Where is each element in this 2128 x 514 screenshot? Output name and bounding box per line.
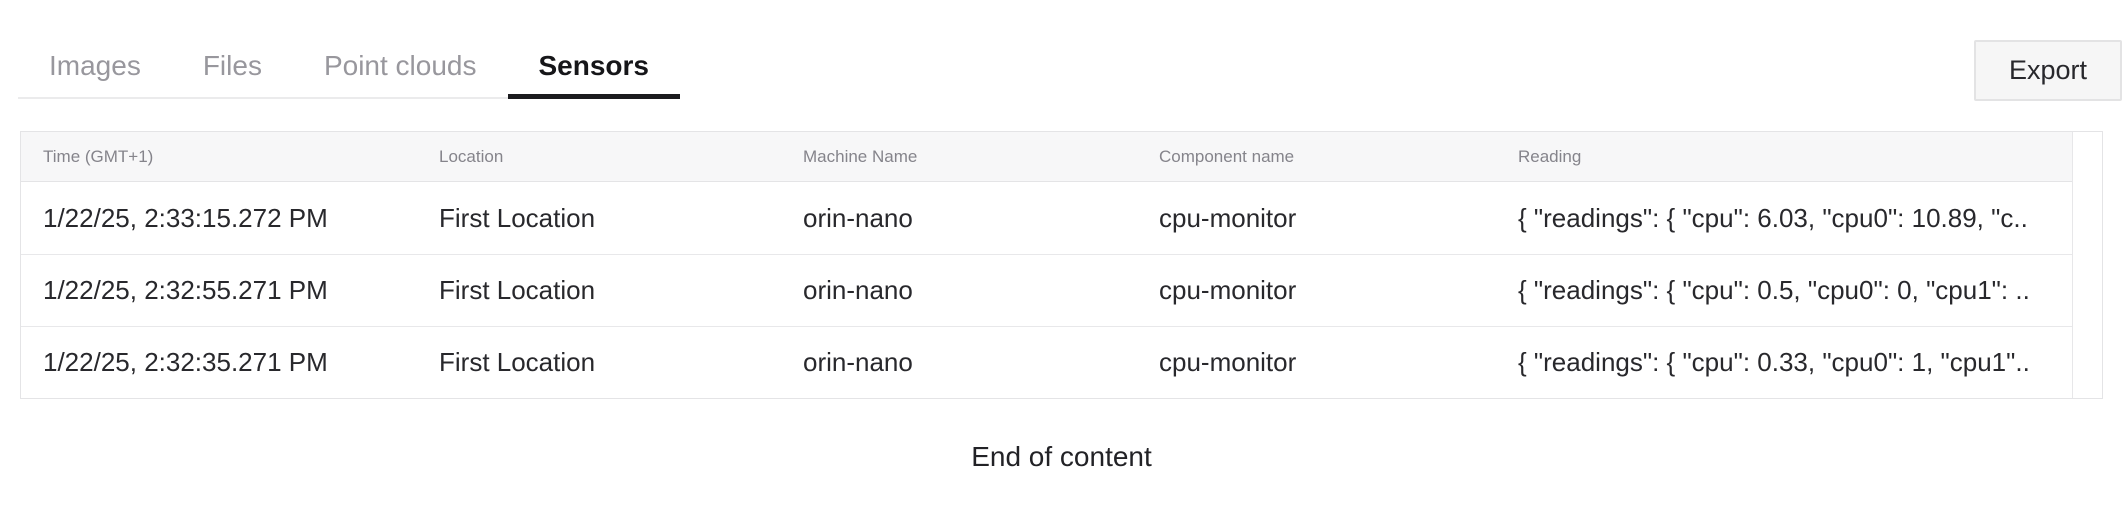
table-row[interactable]: 1/22/25, 2:32:35.271 PM First Location o… <box>21 326 2072 398</box>
tab-files[interactable]: Files <box>202 50 262 81</box>
export-button[interactable]: Export <box>1974 40 2122 101</box>
column-header-location: Location <box>439 146 504 166</box>
cell-component-name: cpu-monitor <box>1159 347 1297 377</box>
cell-location: First Location <box>439 347 596 377</box>
sensors-table: Time (GMT+1) Location Machine Name Compo… <box>20 131 2103 399</box>
cell-reading: { "readings": { "cpu": 0.33, "cpu0": 1, … <box>1518 347 2030 377</box>
cell-time: 1/22/25, 2:32:55.271 PM <box>43 275 328 305</box>
cell-time: 1/22/25, 2:32:35.271 PM <box>43 347 328 377</box>
tab-bar: Images Files Point clouds Sensors <box>18 52 680 99</box>
cell-reading: { "readings": { "cpu": 0.5, "cpu0": 0, "… <box>1518 275 2030 305</box>
cell-machine-name: orin-nano <box>803 275 913 305</box>
table-row[interactable]: 1/22/25, 2:32:55.271 PM First Location o… <box>21 254 2072 326</box>
tab-sensors[interactable]: Sensors <box>507 52 681 99</box>
tab-images[interactable]: Images <box>49 50 141 81</box>
cell-component-name: cpu-monitor <box>1159 202 1297 233</box>
table-header-row: Time (GMT+1) Location Machine Name Compo… <box>21 132 2072 182</box>
cell-reading: { "readings": { "cpu": 6.03, "cpu0": 10.… <box>1518 202 2028 233</box>
cell-machine-name: orin-nano <box>803 347 913 377</box>
cell-location: First Location <box>439 202 596 233</box>
column-header-machine-name: Machine Name <box>803 146 918 166</box>
table-row[interactable]: 1/22/25, 2:33:15.272 PM First Location o… <box>21 182 2072 254</box>
column-header-time: Time (GMT+1) <box>43 146 154 166</box>
cell-machine-name: orin-nano <box>803 202 913 233</box>
cell-time: 1/22/25, 2:33:15.272 PM <box>43 202 328 233</box>
tab-point-clouds[interactable]: Point clouds <box>323 50 477 81</box>
column-header-component-name: Component name <box>1159 146 1295 166</box>
column-header-reading: Reading <box>1518 146 1582 166</box>
end-of-content-label: End of content <box>971 441 1152 472</box>
sensors-table-scroll-area[interactable]: Time (GMT+1) Location Machine Name Compo… <box>21 132 2073 398</box>
cell-component-name: cpu-monitor <box>1159 275 1297 305</box>
cell-location: First Location <box>439 275 596 305</box>
